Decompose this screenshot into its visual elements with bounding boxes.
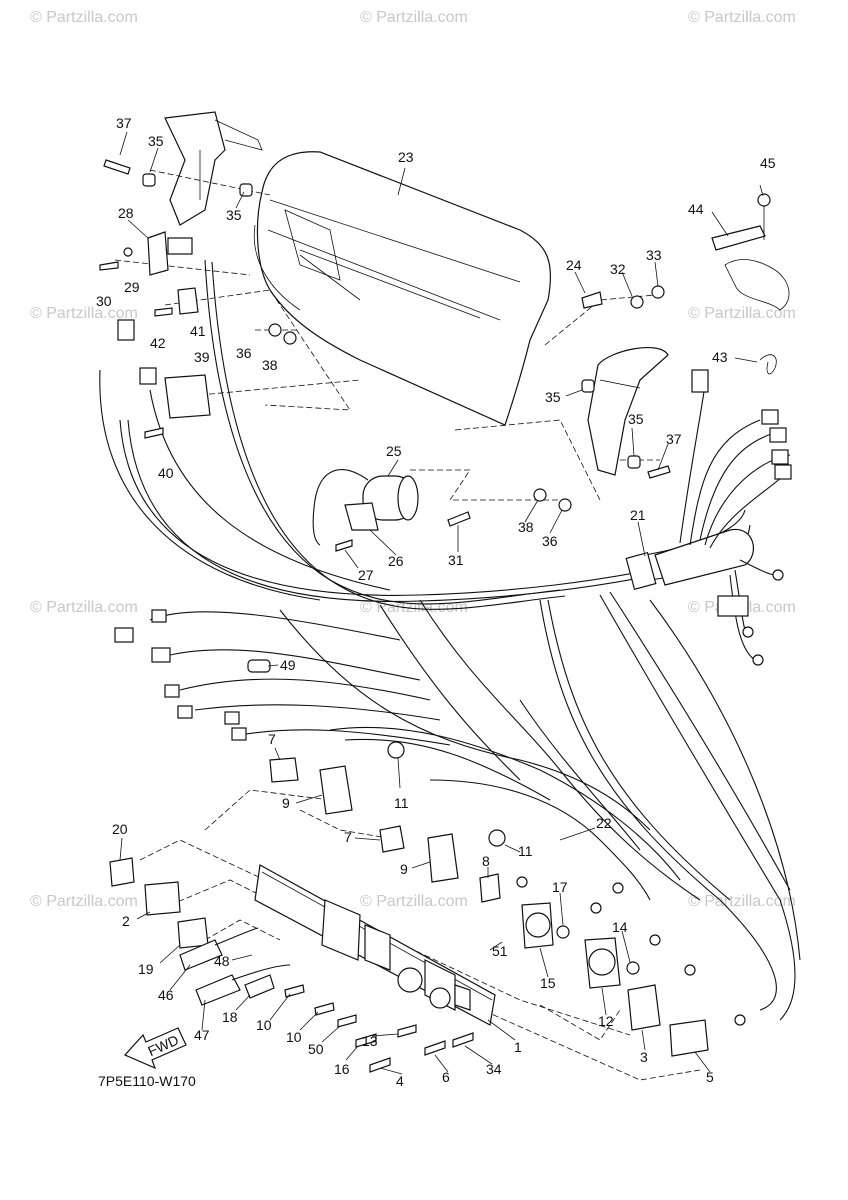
callouts: 37 35 35 23 28 29 30 41 42 36 38 39 40 2… [96, 115, 776, 1089]
callout-26: 26 [388, 553, 404, 569]
watermark-text: © Partzilla.com [30, 893, 138, 910]
callout-35: 35 [226, 207, 242, 223]
callout-33: 33 [646, 247, 662, 263]
callout-22: 22 [596, 815, 612, 831]
callout-27: 27 [358, 567, 374, 583]
callout-20: 20 [112, 821, 128, 837]
callout-24: 24 [566, 257, 582, 273]
callout-40: 40 [158, 465, 174, 481]
callout-17: 17 [552, 879, 568, 895]
watermark-text: © Partzilla.com [30, 305, 138, 322]
callout-25: 25 [386, 443, 402, 459]
watermark-text: © Partzilla.com [30, 9, 138, 26]
callout-5: 5 [706, 1069, 714, 1085]
callout-31: 31 [448, 552, 464, 568]
callout-36: 36 [542, 533, 558, 549]
leader-lines [119, 131, 764, 1075]
callout-2: 2 [122, 913, 130, 929]
callout-29: 29 [124, 279, 140, 295]
lower-panel-group: FWD [109, 741, 746, 1081]
callout-10: 10 [286, 1029, 302, 1045]
callout-18: 18 [222, 1009, 238, 1025]
connectors-upper-left [117, 173, 297, 419]
callout-7: 7 [344, 829, 352, 845]
callout-47: 47 [194, 1027, 210, 1043]
watermark-layer: © Partzilla.com © Partzilla.com © Partzi… [30, 9, 796, 910]
callout-35: 35 [545, 389, 561, 405]
callout-49: 49 [280, 657, 296, 673]
callout-41: 41 [190, 323, 206, 339]
callout-37: 37 [666, 431, 682, 447]
callout-35: 35 [628, 411, 644, 427]
watermark-text: © Partzilla.com [688, 893, 796, 910]
callout-16: 16 [334, 1061, 350, 1077]
callout-15: 15 [540, 975, 556, 991]
callout-19: 19 [138, 961, 154, 977]
control-box-housing [164, 111, 669, 476]
callout-36: 36 [236, 345, 252, 361]
callout-11: 11 [518, 843, 533, 859]
callout-38: 38 [518, 519, 534, 535]
callout-38: 38 [262, 357, 278, 373]
callout-10: 10 [256, 1017, 272, 1033]
callout-42: 42 [150, 335, 166, 351]
diagram-code: 7P5E110-W170 [98, 1073, 196, 1089]
callout-21: 21 [630, 507, 646, 523]
callout-14: 14 [612, 919, 628, 935]
watermark-text: © Partzilla.com [360, 893, 468, 910]
callout-35: 35 [148, 133, 164, 149]
callout-8: 8 [482, 853, 490, 869]
callout-3: 3 [640, 1049, 648, 1065]
watermark-text: © Partzilla.com [30, 599, 138, 616]
capacitor-25 [312, 469, 419, 546]
callout-9: 9 [282, 795, 290, 811]
watermark-text: © Partzilla.com [688, 9, 796, 26]
callout-44: 44 [688, 201, 704, 217]
callout-51: 51 [492, 943, 508, 959]
watermark-text: © Partzilla.com [688, 305, 796, 322]
callout-48: 48 [214, 953, 230, 969]
callout-46: 46 [158, 987, 174, 1003]
wire-harness [99, 259, 801, 1021]
callout-37: 37 [116, 115, 132, 131]
callout-11: 11 [394, 795, 409, 811]
callout-6: 6 [442, 1069, 450, 1085]
callout-43: 43 [712, 349, 728, 365]
callout-50: 50 [308, 1041, 324, 1057]
callout-39: 39 [194, 349, 210, 365]
callout-28: 28 [118, 205, 134, 221]
screws-upper [99, 159, 671, 552]
callout-9: 9 [400, 861, 408, 877]
plate-44-group [711, 193, 790, 375]
callout-7: 7 [268, 731, 276, 747]
callout-13: 13 [362, 1033, 378, 1049]
callout-45: 45 [760, 155, 776, 171]
callout-1: 1 [514, 1039, 522, 1055]
callout-12: 12 [598, 1013, 614, 1029]
callout-32: 32 [610, 261, 626, 277]
callout-30: 30 [96, 293, 112, 309]
callout-23: 23 [398, 149, 414, 165]
callout-4: 4 [396, 1073, 404, 1089]
callout-34: 34 [486, 1061, 502, 1077]
watermark-text: © Partzilla.com [360, 9, 468, 26]
